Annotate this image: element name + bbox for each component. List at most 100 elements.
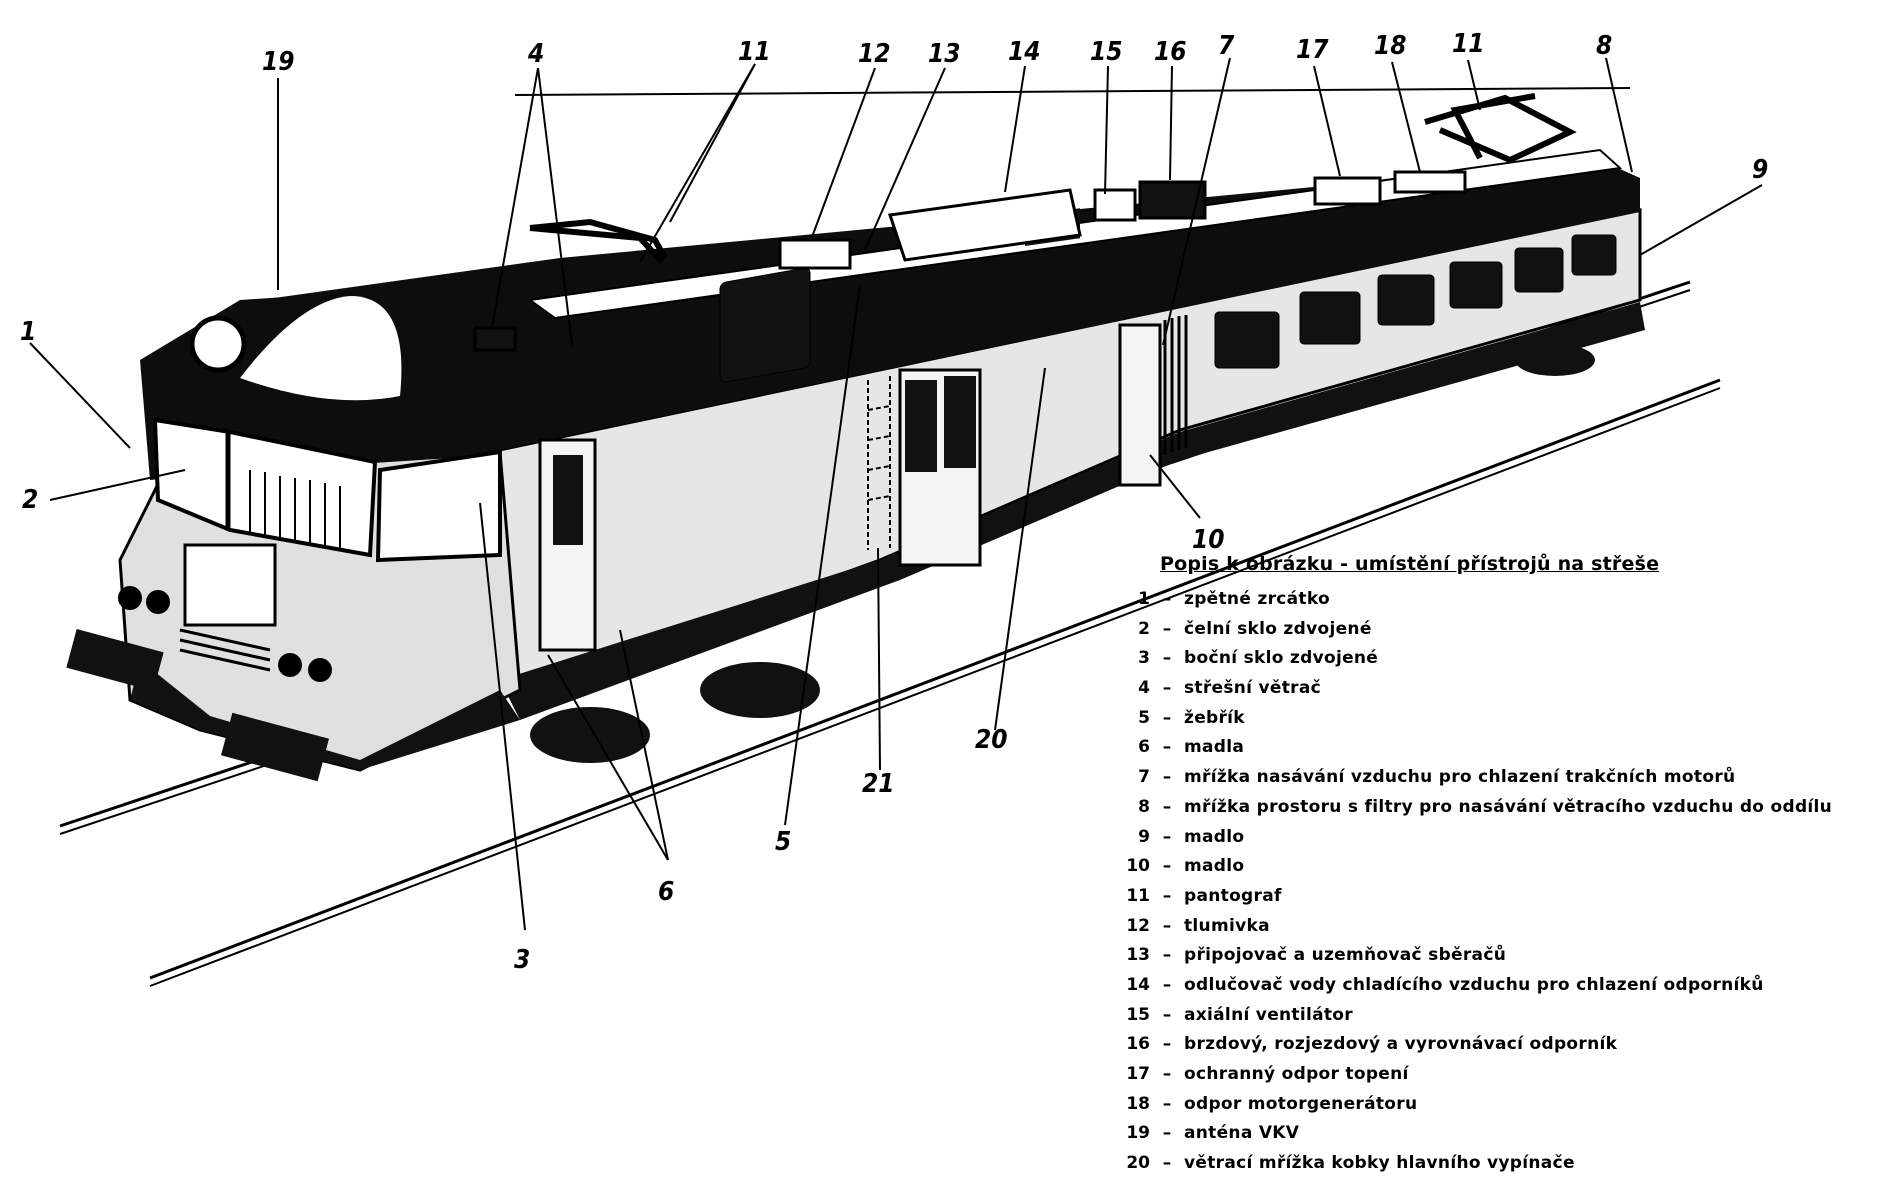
legend-item: 13–připojovač a uzemňovač sběračů	[1090, 945, 1870, 975]
legend-item-text: odlučovač vody chladícího vzduchu pro ch…	[1184, 974, 1764, 995]
legend-item-text: mřížka nasávání vzduchu pro chlazení tra…	[1184, 767, 1736, 788]
legend-item-number: 17	[1126, 1064, 1150, 1084]
legend-item-number: 12	[1126, 915, 1150, 936]
hood-highlight	[240, 296, 402, 401]
front-lamps	[118, 586, 332, 682]
legend-item-text: žebřík	[1184, 707, 1245, 728]
callout-2: 2	[22, 485, 38, 515]
legend-item-number: 11	[1126, 885, 1150, 906]
callout-6: 6	[658, 877, 674, 907]
legend-item-number: 10	[1126, 856, 1150, 877]
callout-14: 14	[1008, 37, 1041, 67]
legend-item-text: pantograf	[1184, 885, 1282, 906]
legend-item: 16–brzdový, rozjezdový a vyrovnávací odp…	[1090, 1034, 1870, 1064]
legend-item-text: odpor motorgenerátoru	[1184, 1093, 1418, 1114]
callout-17: 17	[1296, 35, 1329, 65]
legend-item-dash: –	[1162, 1004, 1172, 1025]
legend-item-text: mřížka prostoru s filtry pro nasávání vě…	[1184, 796, 1833, 817]
legend-item: 8–mřížka prostoru s filtry pro nasávání …	[1090, 797, 1870, 827]
callout-11-front: 11	[738, 37, 771, 67]
legend-item: 20–větrací mřížka kobky hlavního vypínač…	[1090, 1153, 1870, 1183]
callout-10: 10	[1192, 525, 1225, 555]
legend-item-text: boční sklo zdvojené	[1184, 648, 1379, 669]
roof-band	[260, 160, 1640, 452]
legend-item: 11–pantograf	[1090, 886, 1870, 916]
legend-item-number: 2	[1138, 618, 1150, 639]
catenary-wire	[514, 87, 1631, 96]
legend-item-text: axiální ventilátor	[1184, 1004, 1353, 1025]
middle-door-windows	[905, 376, 976, 472]
legend-item-number: 7	[1138, 767, 1150, 788]
legend-item-dash: –	[1162, 1123, 1172, 1144]
legend-item: 6–madla	[1090, 737, 1870, 767]
legend-item: 9–madlo	[1090, 827, 1870, 857]
side-windows	[719, 234, 1617, 383]
callout-1: 1	[20, 317, 36, 347]
legend-item-text: čelní sklo zdvojené	[1184, 618, 1372, 639]
legend-item-number: 14	[1126, 974, 1150, 995]
legend-item-dash: –	[1162, 707, 1172, 728]
roof-equipment	[473, 170, 1467, 352]
legend-item: 17–ochranný odpor topení	[1090, 1064, 1870, 1094]
legend-item-number: 18	[1126, 1093, 1150, 1114]
callout-19: 19	[262, 47, 295, 77]
legend-item-text: připojovač a uzemňovač sběračů	[1184, 945, 1507, 966]
pantographs	[529, 93, 1577, 265]
callout-12: 12	[858, 39, 891, 69]
legend-item-text: brzdový, rozjezdový a vyrovnávací odporn…	[1184, 1034, 1618, 1055]
top-headlamp	[189, 315, 247, 373]
legend-item: 2–čelní sklo zdvojené	[1090, 619, 1870, 649]
legend-item-dash: –	[1162, 915, 1172, 936]
legend-item-dash: –	[1162, 974, 1172, 995]
legend-item-number: 19	[1126, 1123, 1150, 1144]
cab-door-window	[553, 455, 583, 545]
callout-8: 8	[1596, 31, 1612, 61]
cab-side-window	[375, 449, 502, 563]
legend: Popis k obrázku - umístění přístrojů na …	[1090, 553, 1870, 1183]
leader-lines	[29, 57, 1763, 931]
legend-item-dash: –	[1162, 648, 1172, 669]
callout-7: 7	[1218, 31, 1235, 61]
legend-item-dash: –	[1162, 945, 1172, 966]
callout-4: 4	[527, 39, 544, 69]
air-intake-grille	[1163, 315, 1188, 455]
legend-item-text: ochranný odpor topení	[1184, 1064, 1409, 1084]
callout-5: 5	[775, 827, 791, 857]
callout-18: 18	[1374, 31, 1407, 61]
legend-item: 4–střešní větrač	[1090, 678, 1870, 708]
legend-item: 15–axiální ventilátor	[1090, 1005, 1870, 1035]
legend-item-text: madlo	[1184, 856, 1245, 877]
legend-item-number: 5	[1138, 707, 1150, 728]
legend-item: 3–boční sklo zdvojené	[1090, 648, 1870, 678]
legend-item-text: anténa VKV	[1184, 1123, 1300, 1144]
legend-item-number: 4	[1138, 678, 1150, 699]
legend-item: 1–zpětné zrcátko	[1090, 589, 1870, 619]
legend-item-dash: –	[1162, 885, 1172, 906]
callout-16: 16	[1154, 37, 1187, 67]
legend-item-number: 9	[1138, 826, 1150, 847]
legend-item-dash: –	[1162, 826, 1172, 847]
callout-20: 20	[975, 725, 1008, 755]
legend-item-number: 20	[1126, 1153, 1150, 1174]
legend-item: 19–anténa VKV	[1090, 1123, 1870, 1153]
legend-item-text: madla	[1184, 737, 1245, 758]
front-grille-slats	[179, 628, 271, 672]
legend-item-dash: –	[1162, 678, 1172, 699]
underframe	[500, 302, 1645, 720]
legend-item-dash: –	[1162, 767, 1172, 788]
legend-item-dash: –	[1162, 618, 1172, 639]
buffers	[66, 629, 329, 782]
legend-item-dash: –	[1162, 1064, 1172, 1084]
callout-15: 15	[1090, 37, 1123, 67]
legend-item-number: 16	[1126, 1034, 1150, 1055]
windscreen-shading	[249, 470, 341, 550]
legend-item-dash: –	[1162, 1093, 1172, 1114]
cab-nose-lower	[130, 660, 520, 770]
legend-item-dash: –	[1162, 796, 1172, 817]
callout-21: 21	[862, 769, 895, 799]
legend-item-text: větrací mřížka kobky hlavního vypínače	[1184, 1153, 1575, 1174]
legend-item-text: střešní větrač	[1184, 678, 1321, 699]
legend-item-text: zpětné zrcátko	[1184, 589, 1330, 609]
legend-title: Popis k obrázku - umístění přístrojů na …	[1160, 553, 1660, 575]
